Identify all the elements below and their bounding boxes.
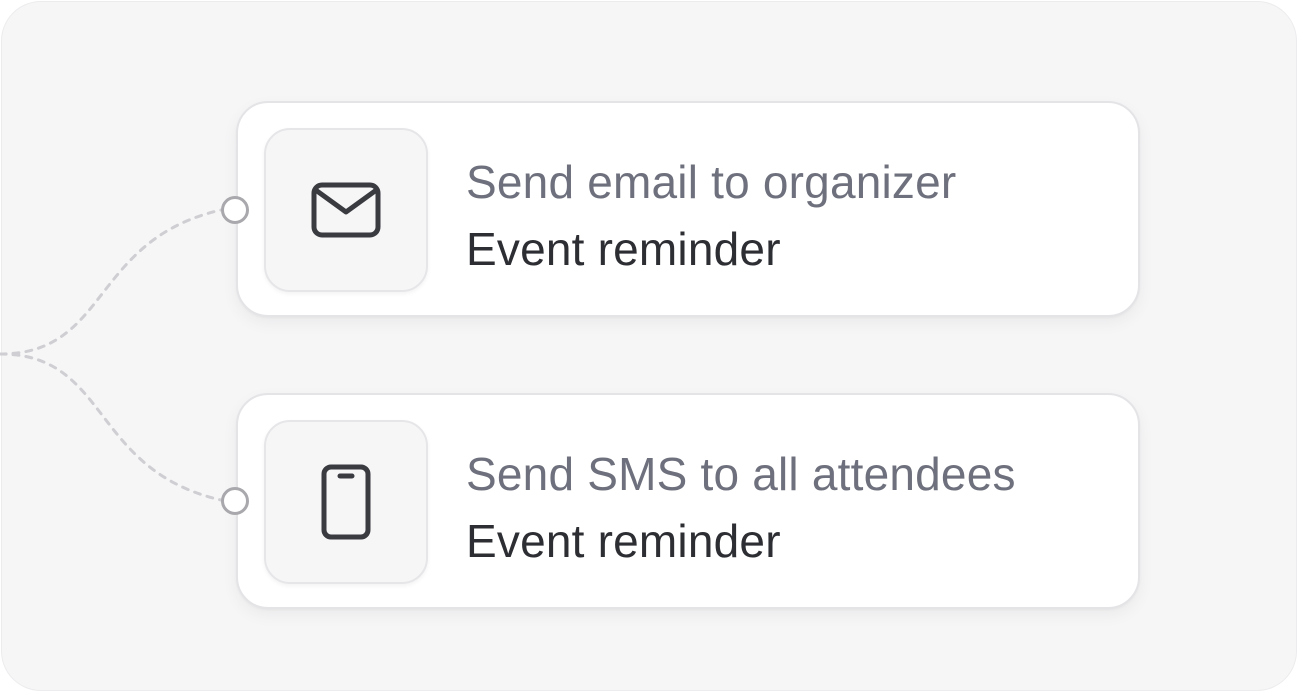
action-card-email[interactable]: Send email to organizer Event reminder xyxy=(236,101,1140,317)
action-card-sms[interactable]: Send SMS to all attendees Event reminder xyxy=(236,393,1140,609)
action-title: Send SMS to all attendees xyxy=(466,448,1016,500)
action-subtitle: Event reminder xyxy=(466,223,781,275)
connector-port-email[interactable] xyxy=(221,196,249,224)
smartphone-icon xyxy=(321,464,371,540)
mail-icon xyxy=(311,182,381,238)
action-icon-box xyxy=(264,420,428,584)
action-icon-box xyxy=(264,128,428,292)
action-subtitle: Event reminder xyxy=(466,515,781,567)
action-title: Send email to organizer xyxy=(466,156,957,208)
connector-port-sms[interactable] xyxy=(221,487,249,515)
